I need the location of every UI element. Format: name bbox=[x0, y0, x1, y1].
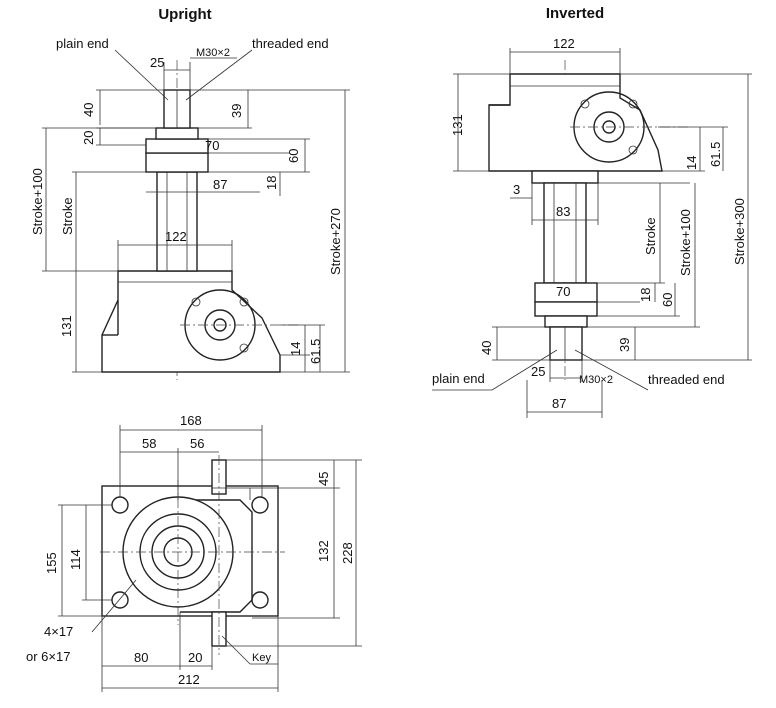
upright-dim-87: 87 bbox=[213, 177, 227, 192]
upright-stroke-100: Stroke+100 bbox=[30, 168, 45, 235]
upright-dim-70: 70 bbox=[205, 138, 219, 153]
top-dim-114: 114 bbox=[68, 549, 83, 570]
top-dim-56: 56 bbox=[190, 436, 204, 451]
upright-dim-25: 25 bbox=[150, 55, 164, 70]
top-dim-80: 80 bbox=[134, 650, 148, 665]
inverted-dim-131: 131 bbox=[450, 114, 465, 136]
inverted-stroke: Stroke bbox=[643, 217, 658, 255]
inverted-dim-83: 83 bbox=[556, 204, 570, 219]
inverted-dim-122: 122 bbox=[553, 36, 575, 51]
top-dim-45: 45 bbox=[316, 472, 331, 486]
top-dim-58: 58 bbox=[142, 436, 156, 451]
inverted-dim-14: 14 bbox=[684, 156, 699, 170]
top-dim-168: 168 bbox=[180, 413, 202, 428]
inverted-view: 122 131 14 61.5 3 83 Stroke Stroke+100 bbox=[432, 36, 752, 418]
inverted-dim-60: 60 bbox=[660, 293, 675, 307]
upright-dim-60: 60 bbox=[286, 149, 301, 163]
top-dim-132: 132 bbox=[316, 540, 331, 562]
top-key-label: Key bbox=[252, 652, 271, 664]
inverted-dim-25: 25 bbox=[531, 364, 545, 379]
upright-dim-61-5: 61.5 bbox=[308, 339, 323, 364]
upright-housing bbox=[101, 270, 281, 373]
top-dim-212: 212 bbox=[178, 672, 200, 687]
top-dim-228: 228 bbox=[340, 542, 355, 564]
inverted-stroke-300: Stroke+300 bbox=[732, 198, 747, 265]
inverted-dim-70: 70 bbox=[556, 284, 570, 299]
inverted-dim-39: 39 bbox=[617, 338, 632, 352]
inverted-spindle-end bbox=[549, 326, 583, 361]
inverted-dim-40: 40 bbox=[479, 341, 494, 355]
upright-thread-spec: M30×2 bbox=[196, 47, 230, 59]
top-holes-6-label: or 6×17 bbox=[26, 649, 70, 664]
top-dim-20: 20 bbox=[188, 650, 202, 665]
top-dim-155: 155 bbox=[44, 552, 59, 574]
inverted-dim-18: 18 bbox=[638, 288, 653, 302]
top-holes-4-label: 4×17 bbox=[44, 624, 73, 639]
upright-title: Upright bbox=[158, 6, 211, 23]
upright-dim-18: 18 bbox=[264, 176, 279, 190]
upright-dim-39: 39 bbox=[229, 104, 244, 118]
upright-dim-131: 131 bbox=[59, 315, 74, 337]
upright-dim-20: 20 bbox=[81, 131, 96, 145]
inverted-housing bbox=[488, 73, 663, 172]
inverted-plain-end-label: plain end bbox=[432, 371, 485, 386]
inverted-screw bbox=[543, 182, 587, 284]
top-view: 168 58 56 45 132 228 155 114 4×17 or 6×1… bbox=[26, 413, 362, 692]
upright-dim-40: 40 bbox=[81, 103, 96, 117]
upright-dim-14: 14 bbox=[288, 342, 303, 356]
inverted-dim-3: 3 bbox=[513, 182, 520, 197]
inverted-threaded-end-label: threaded end bbox=[648, 372, 725, 387]
inverted-thread-spec: M30×2 bbox=[579, 374, 613, 386]
upright-dim-122: 122 bbox=[165, 229, 187, 244]
upright-stroke: Stroke bbox=[60, 197, 75, 235]
upright-screw bbox=[156, 171, 198, 272]
upright-view: 25 M30×2 plain end threaded end 40 20 39… bbox=[30, 36, 350, 380]
inverted-dim-61-5: 61.5 bbox=[708, 142, 723, 167]
upright-travel-block bbox=[145, 152, 209, 173]
upright-plain-end-label: plain end bbox=[56, 36, 109, 51]
inverted-title: Inverted bbox=[546, 5, 604, 22]
upright-stroke-270: Stroke+270 bbox=[328, 208, 343, 275]
inverted-stroke-100: Stroke+100 bbox=[678, 209, 693, 276]
inverted-dim-87: 87 bbox=[552, 396, 566, 411]
mounting-hole bbox=[251, 496, 269, 514]
upright-threaded-end-label: threaded end bbox=[252, 36, 329, 51]
